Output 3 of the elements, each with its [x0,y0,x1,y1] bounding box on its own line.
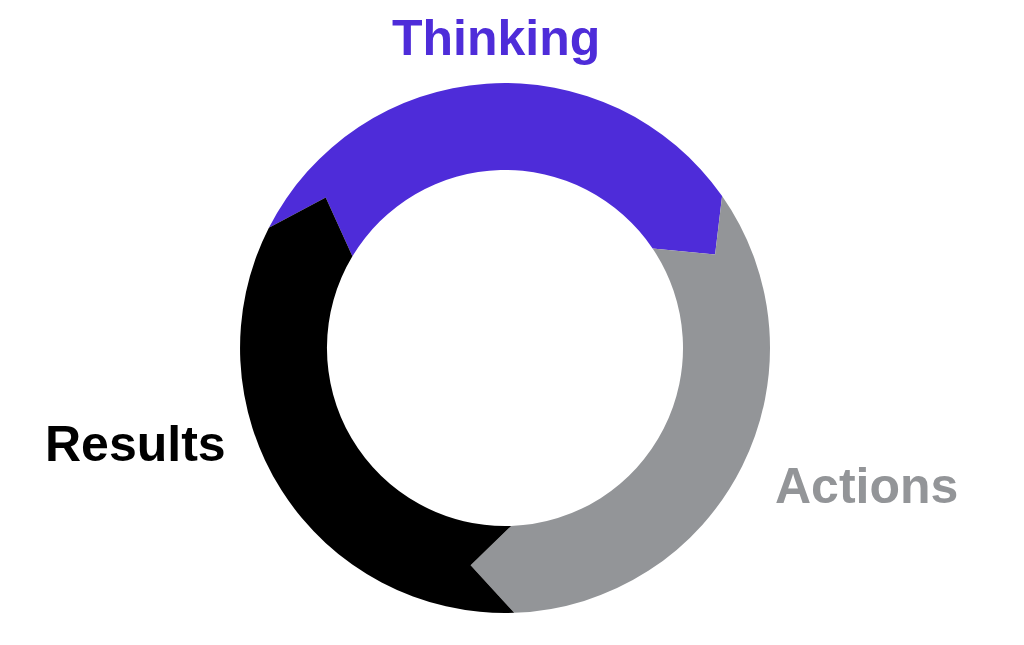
segment-label: Results [45,416,226,472]
segment-label: Thinking [392,10,601,66]
segment-label: Actions [775,458,959,514]
